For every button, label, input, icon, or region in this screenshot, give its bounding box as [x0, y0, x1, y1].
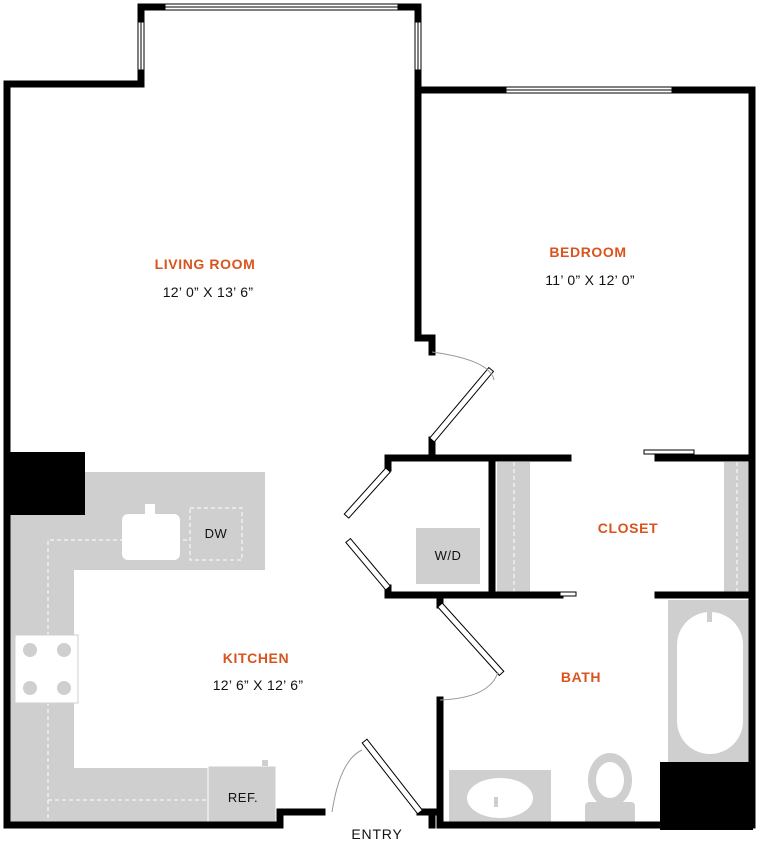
dishwasher-label: DW — [204, 526, 228, 541]
closet-shelves — [497, 462, 750, 592]
refrigerator — [207, 760, 277, 827]
refrigerator-label: REF. — [227, 790, 259, 805]
bath-vanity-sink-icon — [449, 770, 551, 826]
dishwasher — [189, 507, 243, 561]
bedroom-label: BEDROOM — [549, 244, 627, 260]
washer-dryer-label: W/D — [434, 548, 462, 563]
kitchen-sink-icon — [122, 504, 180, 560]
structural-columns — [7, 452, 753, 830]
stove-icon — [14, 634, 79, 704]
bedroom-dimensions: 11’ 0” X 12’ 0” — [545, 272, 635, 288]
closet-label: CLOSET — [597, 520, 659, 536]
living-room-dimensions: 12’ 0” X 13’ 6” — [162, 284, 254, 300]
toilet-icon — [585, 753, 635, 826]
doors — [331, 351, 695, 815]
bathtub-icon — [668, 600, 750, 763]
bath-label: BATH — [560, 669, 602, 685]
kitchen-label: KITCHEN — [222, 650, 290, 666]
windows — [137, 3, 673, 94]
entry-label: ENTRY — [351, 826, 403, 842]
washer-dryer — [416, 528, 480, 584]
kitchen-dimensions: 12’ 6” X 12’ 6” — [212, 677, 304, 693]
walls — [3, 3, 756, 829]
living-room-label: LIVING ROOM — [154, 256, 256, 272]
